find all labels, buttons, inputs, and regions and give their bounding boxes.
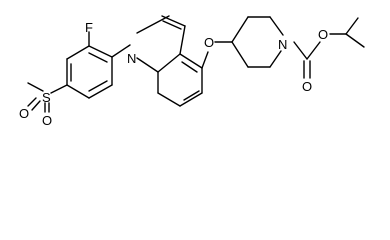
piperidine-ring — [231, 16, 284, 68]
aryl-ring — [66, 31, 131, 99]
atom-sulfur: S — [42, 90, 51, 105]
atom-nitrogen-indole: N — [127, 51, 136, 66]
atom-nitrogen-piperidine: N — [278, 37, 287, 52]
chemical-structure: F N O N O O S O O — [19, 15, 365, 128]
atom-oxygen-ester: O — [318, 27, 328, 42]
methylsulfonyl-group — [27, 82, 68, 113]
indole-ring — [136, 15, 203, 107]
ether-linkage — [201, 41, 233, 69]
atom-oxygen-sulfonyl-2: O — [42, 113, 52, 128]
atom-oxygen-carbonyl: O — [302, 79, 312, 94]
atom-fluorine: F — [85, 20, 93, 35]
atom-oxygen-sulfonyl-1: O — [19, 106, 29, 121]
atom-oxygen-ether: O — [204, 35, 214, 50]
atom-labels: F N O N O O S O O — [19, 20, 328, 128]
isopropyl-carbamate — [293, 17, 365, 79]
